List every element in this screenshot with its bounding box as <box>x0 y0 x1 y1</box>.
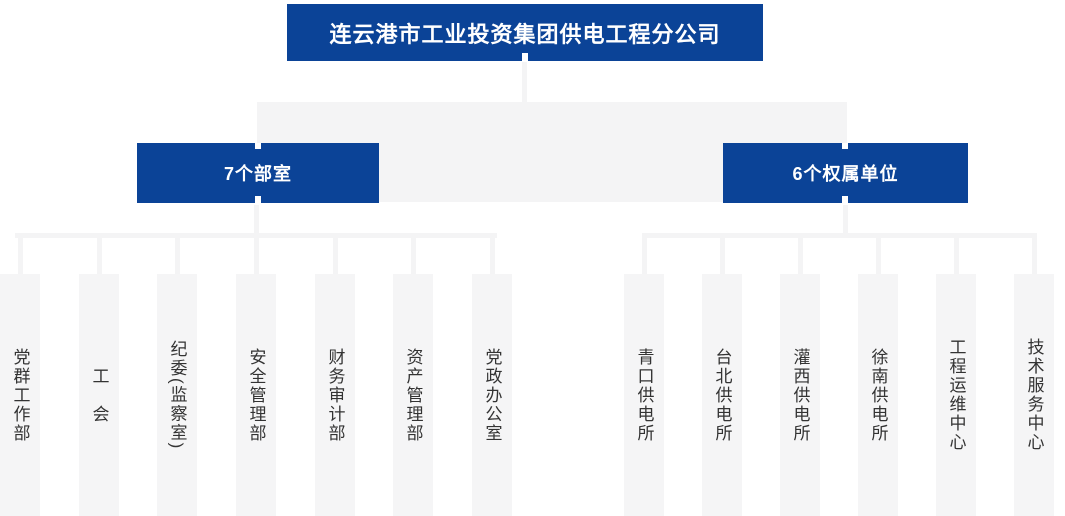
org-leaf-node: 灌西供电所 <box>780 274 820 516</box>
org-leaf-label: 财务审计部 <box>325 347 345 443</box>
connector-drop <box>254 237 259 275</box>
org-leaf-label: 党政办公室 <box>482 347 502 443</box>
org-leaf-label: 台北供电所 <box>712 347 732 443</box>
connector-notch-departments-top <box>255 143 261 149</box>
org-leaf-label: 工 会 <box>89 366 109 424</box>
org-leaf-node: 技术服务中心 <box>1014 274 1054 516</box>
org-leaf-label: 党群工作部 <box>10 347 30 443</box>
connector-notch-departments-bottom <box>255 196 261 205</box>
connector-drop <box>175 237 180 275</box>
org-leaf-node: 青口供电所 <box>624 274 664 516</box>
org-leaf-label: 安全管理部 <box>246 347 266 443</box>
org-leaf-node: 财务审计部 <box>315 274 355 516</box>
connector-drop <box>411 237 416 275</box>
connector-root-vertical <box>522 60 527 103</box>
connector-drop <box>720 237 725 275</box>
connector-departments-vertical <box>254 205 259 234</box>
org-leaf-label: 资产管理部 <box>403 347 423 443</box>
org-leaf-node: 资产管理部 <box>393 274 433 516</box>
org-leaf-node: 工程运维中心 <box>936 274 976 516</box>
org-leaf-label: 纪委(监察室) <box>167 339 187 451</box>
connector-drop <box>97 237 102 275</box>
connector-subsidiaries-rail <box>642 233 1037 238</box>
org-branch-subsidiaries: 6个权属单位 <box>723 143 968 203</box>
org-leaf-node: 工 会 <box>79 274 119 516</box>
org-leaf-node: 纪委(监察室) <box>157 274 197 516</box>
connector-root-notch <box>522 53 528 62</box>
connector-departments-rail <box>15 233 497 238</box>
connector-notch-subsidiaries-bottom <box>842 196 848 205</box>
org-branch-subsidiaries-label: 6个权属单位 <box>792 164 899 184</box>
connector-drop <box>1032 237 1037 275</box>
org-leaf-label: 工程运维中心 <box>946 338 966 452</box>
org-leaf-label: 技术服务中心 <box>1024 338 1044 452</box>
connector-notch-subsidiaries-top <box>842 143 848 149</box>
connector-drop <box>490 237 495 275</box>
connector-drop <box>954 237 959 275</box>
org-root-label: 连云港市工业投资集团供电工程分公司 <box>329 21 721 47</box>
connector-drop <box>876 237 881 275</box>
connector-drop <box>18 237 23 275</box>
org-leaf-node: 台北供电所 <box>702 274 742 516</box>
connector-drop <box>333 237 338 275</box>
connector-drop <box>798 237 803 275</box>
org-branch-departments-label: 7个部室 <box>223 164 292 184</box>
org-leaf-label: 青口供电所 <box>634 347 654 443</box>
org-leaf-node: 党政办公室 <box>472 274 512 516</box>
org-leaf-label: 徐南供电所 <box>868 347 888 443</box>
connector-subsidiaries-vertical <box>843 205 848 234</box>
org-leaf-label: 灌西供电所 <box>790 347 810 443</box>
org-root-node: 连云港市工业投资集团供电工程分公司 <box>287 4 763 61</box>
org-branch-departments: 7个部室 <box>137 143 379 203</box>
org-leaf-node: 党群工作部 <box>0 274 40 516</box>
org-leaf-node: 徐南供电所 <box>858 274 898 516</box>
connector-drop <box>642 237 647 275</box>
org-leaf-node: 安全管理部 <box>236 274 276 516</box>
